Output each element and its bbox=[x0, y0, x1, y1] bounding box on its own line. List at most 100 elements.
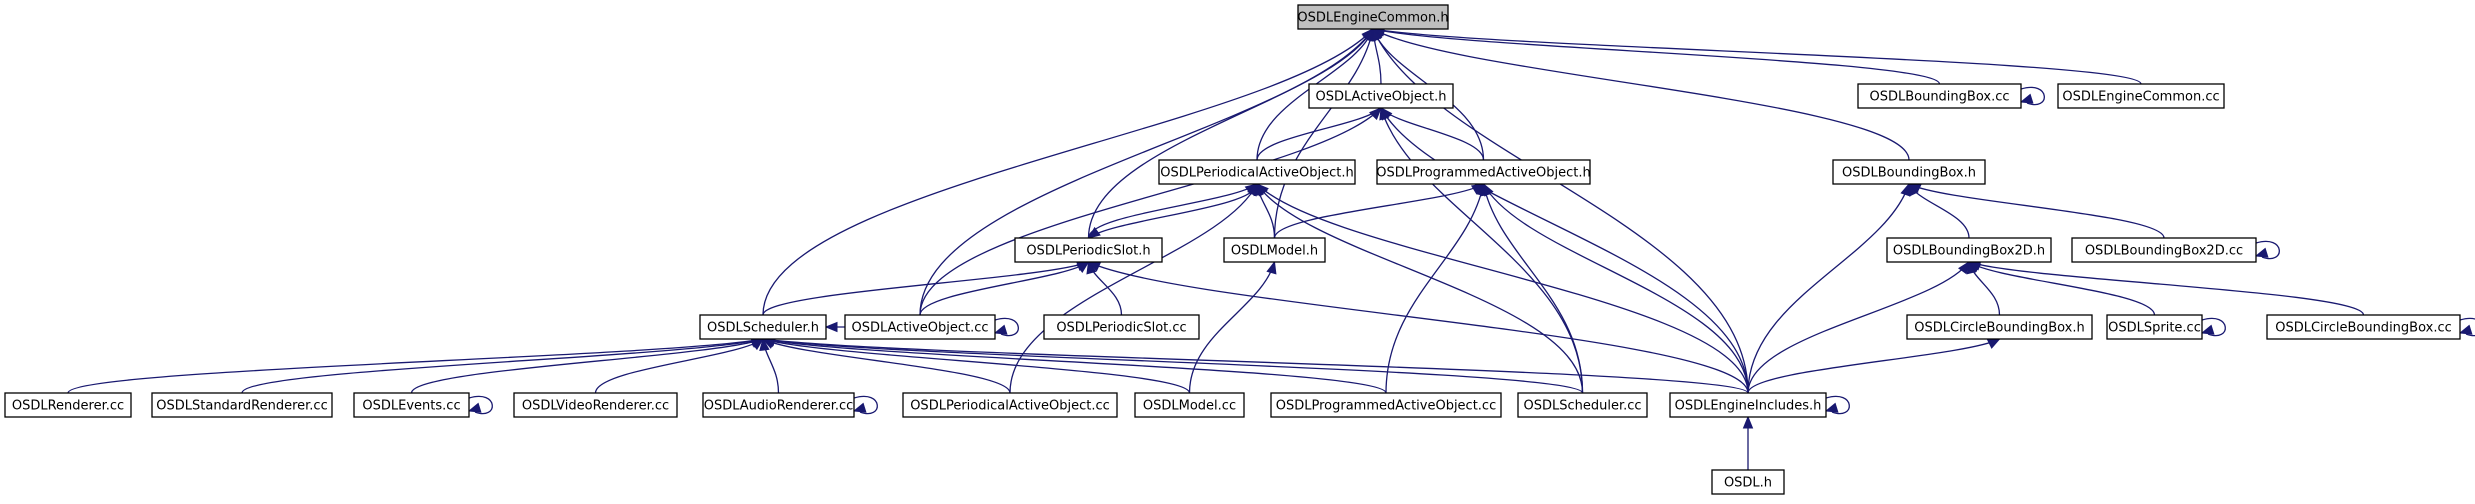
edge-activeobject_cc-to-activeobject_h bbox=[919, 107, 1382, 316]
node-box bbox=[2057, 83, 2225, 109]
node-periodicslot_cc[interactable]: OSDLPeriodicSlot.cc bbox=[1043, 314, 1200, 340]
edge-engineincludes_h-to-boundingbox2d_h bbox=[1747, 260, 1970, 394]
edge-periodicslot_h-to-common_h bbox=[1087, 27, 1374, 239]
edge-activeobject_cc-to-periodicslot_h bbox=[919, 261, 1090, 316]
node-box bbox=[1857, 83, 2022, 109]
edge-renderer_cc-to-scheduler_h bbox=[67, 335, 765, 394]
self-loop-boundingbox2d_cc bbox=[2254, 240, 2280, 260]
node-box bbox=[1158, 159, 1356, 185]
node-stdrenderer_cc[interactable]: OSDLStandardRenderer.cc bbox=[151, 392, 333, 418]
node-events_cc[interactable]: OSDLEvents.cc bbox=[353, 392, 470, 418]
node-label: OSDLStandardRenderer.cc bbox=[156, 399, 327, 414]
node-box bbox=[1517, 392, 1648, 418]
node-box bbox=[902, 392, 1118, 418]
self-loop-boundingbox_cc bbox=[2019, 86, 2045, 106]
edge-model_h-to-programmed_h bbox=[1273, 183, 1485, 239]
node-common_h[interactable]: OSDLEngineCommon.h bbox=[1297, 4, 1449, 30]
node-osdl_h[interactable]: OSDL.h bbox=[1711, 469, 1785, 495]
node-engineincludes_h[interactable]: OSDLEngineIncludes.h bbox=[1669, 392, 1827, 418]
node-label: OSDLBoundingBox2D.h bbox=[1893, 244, 2045, 259]
node-label: OSDLPeriodicSlot.h bbox=[1026, 244, 1150, 259]
self-loop-events_cc bbox=[467, 395, 493, 415]
edge-programmed_cc-to-scheduler_h bbox=[761, 336, 1387, 394]
edge-model_h-to-common_h bbox=[1273, 27, 1376, 239]
edge-programmed_h-to-activeobject_h bbox=[1380, 106, 1485, 161]
edge-layer bbox=[67, 25, 2475, 470]
edge-audiorenderer_cc-to-scheduler_h bbox=[759, 337, 780, 394]
edge-periodicslot_h-to-periodical_h bbox=[1087, 183, 1259, 239]
node-circlebb_h[interactable]: OSDLCircleBoundingBox.h bbox=[1906, 314, 2093, 340]
edge-scheduler_cc-to-activeobject_h bbox=[1379, 106, 1584, 394]
node-boundingbox2d_h[interactable]: OSDLBoundingBox2D.h bbox=[1886, 237, 2052, 263]
self-loop-audiorenderer_cc bbox=[852, 395, 878, 415]
node-activeobject_cc[interactable]: OSDLActiveObject.cc bbox=[844, 314, 996, 340]
node-label: OSDLRenderer.cc bbox=[12, 399, 124, 414]
node-audiorenderer_cc[interactable]: OSDLAudioRenderer.cc bbox=[702, 392, 855, 418]
node-box bbox=[1270, 392, 1502, 418]
edge-circlebb_cc-to-boundingbox2d_h bbox=[1967, 260, 2365, 316]
node-label: OSDLBoundingBox.h bbox=[1842, 166, 1976, 181]
node-label: OSDLActiveObject.h bbox=[1316, 90, 1447, 105]
edge-engineincludes_h-to-circlebb_h bbox=[1747, 338, 2001, 394]
node-boundingbox2d_cc[interactable]: OSDLBoundingBox2D.cc bbox=[2071, 237, 2257, 263]
node-box bbox=[1886, 237, 2052, 263]
node-renderer_cc[interactable]: OSDLRenderer.cc bbox=[4, 392, 132, 418]
edge-activeobject_cc-to-scheduler_h bbox=[824, 321, 845, 333]
node-circlebb_cc[interactable]: OSDLCircleBoundingBox.cc bbox=[2266, 314, 2461, 340]
node-label: OSDLSprite.cc bbox=[2108, 321, 2201, 336]
edge-programmed_cc-to-programmed_h bbox=[1385, 182, 1487, 394]
node-periodicslot_h[interactable]: OSDLPeriodicSlot.h bbox=[1014, 237, 1163, 263]
node-videorenderer_cc[interactable]: OSDLVideoRenderer.cc bbox=[513, 392, 678, 418]
node-box bbox=[4, 392, 132, 418]
edge-engineincludes_h-to-scheduler_h bbox=[761, 335, 1749, 394]
node-sprite_cc[interactable]: OSDLSprite.cc bbox=[2106, 314, 2203, 340]
node-box bbox=[513, 392, 678, 418]
edge-engineincludes_h-to-boundingbox_h bbox=[1747, 182, 1911, 394]
node-label: OSDLPeriodicSlot.cc bbox=[1056, 321, 1186, 336]
node-periodical_cc[interactable]: OSDLPeriodicalActiveObject.cc bbox=[902, 392, 1118, 418]
node-label: OSDLModel.cc bbox=[1143, 399, 1236, 414]
node-label: OSDLModel.h bbox=[1231, 244, 1318, 259]
node-programmed_h[interactable]: OSDLProgrammedActiveObject.h bbox=[1376, 159, 1591, 185]
edge-boundingbox_cc-to-common_h bbox=[1371, 26, 1941, 85]
node-boundingbox_cc[interactable]: OSDLBoundingBox.cc bbox=[1857, 83, 2022, 109]
edge-stdrenderer_cc-to-scheduler_h bbox=[241, 336, 765, 394]
node-box bbox=[1043, 314, 1200, 340]
edge-videorenderer_cc-to-scheduler_h bbox=[594, 338, 765, 394]
node-boundingbox_h[interactable]: OSDLBoundingBox.h bbox=[1832, 159, 1986, 185]
self-loop-activeobject_cc bbox=[993, 317, 1019, 337]
edge-circlebb_h-to-boundingbox2d_h bbox=[1966, 260, 2001, 316]
edge-engineincludes_h-to-common_h bbox=[1372, 27, 1749, 394]
node-box bbox=[844, 314, 996, 340]
node-label: OSDLBoundingBox.cc bbox=[1869, 90, 2009, 105]
node-model_cc[interactable]: OSDLModel.cc bbox=[1134, 392, 1245, 418]
node-activeobject_h[interactable]: OSDLActiveObject.h bbox=[1308, 83, 1454, 109]
edge-activeobject_cc-to-common_h bbox=[919, 27, 1374, 316]
node-box bbox=[1308, 83, 1454, 109]
node-periodical_h[interactable]: OSDLPeriodicalActiveObject.h bbox=[1158, 159, 1356, 185]
node-scheduler_cc[interactable]: OSDLScheduler.cc bbox=[1517, 392, 1648, 418]
node-box bbox=[1711, 469, 1785, 495]
edge-osdl_h-to-engineincludes_h bbox=[1742, 415, 1754, 470]
edge-engineincludes_h-to-periodical_h bbox=[1256, 183, 1749, 394]
node-model_h[interactable]: OSDLModel.h bbox=[1223, 237, 1326, 263]
node-programmed_cc[interactable]: OSDLProgrammedActiveObject.cc bbox=[1270, 392, 1502, 418]
node-enginecommon_cc[interactable]: OSDLEngineCommon.cc bbox=[2057, 83, 2225, 109]
self-loop-engineincludes_h bbox=[1824, 395, 1850, 415]
node-box bbox=[353, 392, 470, 418]
node-box bbox=[1669, 392, 1827, 418]
edge-engineincludes_h-to-programmed_h bbox=[1482, 182, 1749, 394]
edge-periodical_h-to-activeobject_h bbox=[1256, 107, 1382, 161]
node-label: OSDLAudioRenderer.cc bbox=[704, 399, 854, 414]
node-label: OSDLCircleBoundingBox.cc bbox=[2275, 321, 2452, 336]
node-label: OSDLBoundingBox2D.cc bbox=[2085, 244, 2243, 259]
node-box bbox=[1376, 159, 1591, 185]
node-box bbox=[1297, 4, 1449, 30]
edge-periodical_h-to-periodicslot_h bbox=[1087, 183, 1258, 239]
node-scheduler_h[interactable]: OSDLScheduler.h bbox=[699, 314, 827, 340]
node-label: OSDLCircleBoundingBox.h bbox=[1914, 321, 2085, 336]
edge-periodical_cc-to-scheduler_h bbox=[761, 338, 1011, 394]
edge-boundingbox2d_cc-to-boundingbox_h bbox=[1907, 183, 2165, 239]
